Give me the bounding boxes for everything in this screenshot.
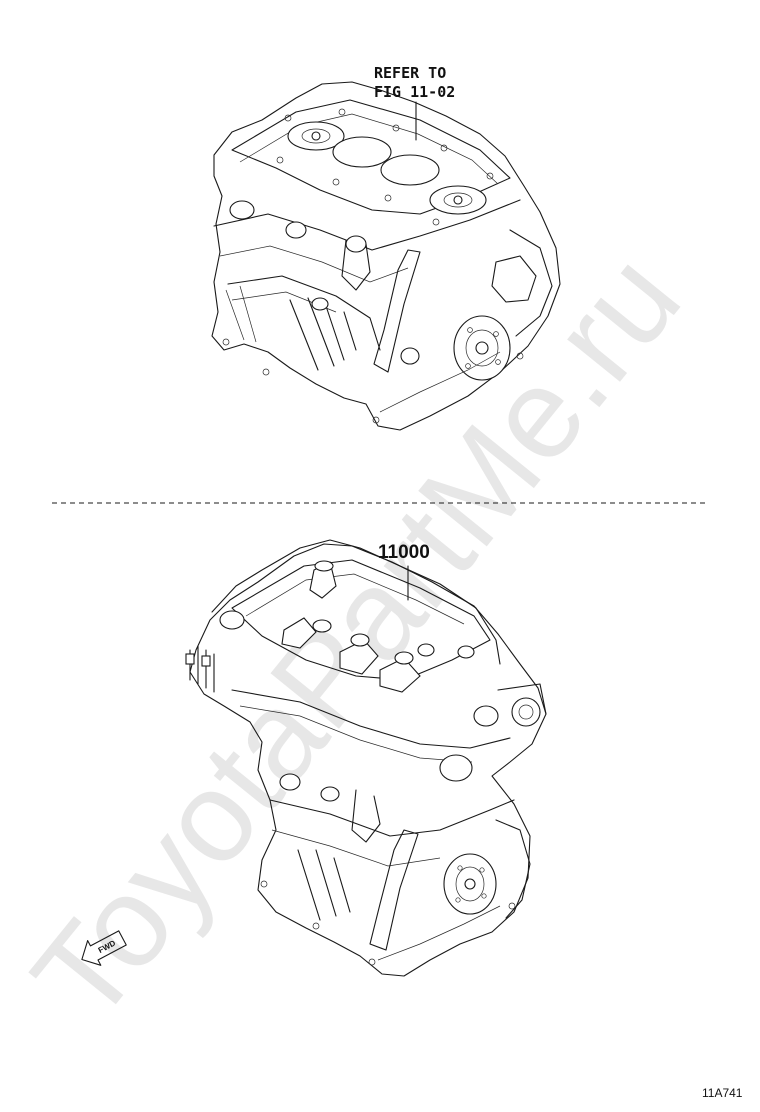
figure-reference-label: FIG 11-02 <box>374 83 455 101</box>
refer-to-label: REFER TO <box>374 64 446 82</box>
engine-assembly-drawing[interactable] <box>185 539 547 977</box>
part-number-label[interactable]: 11000 <box>378 542 430 563</box>
diagram-id: 11A741 <box>702 1086 743 1100</box>
engine-block-drawing[interactable] <box>211 81 561 431</box>
